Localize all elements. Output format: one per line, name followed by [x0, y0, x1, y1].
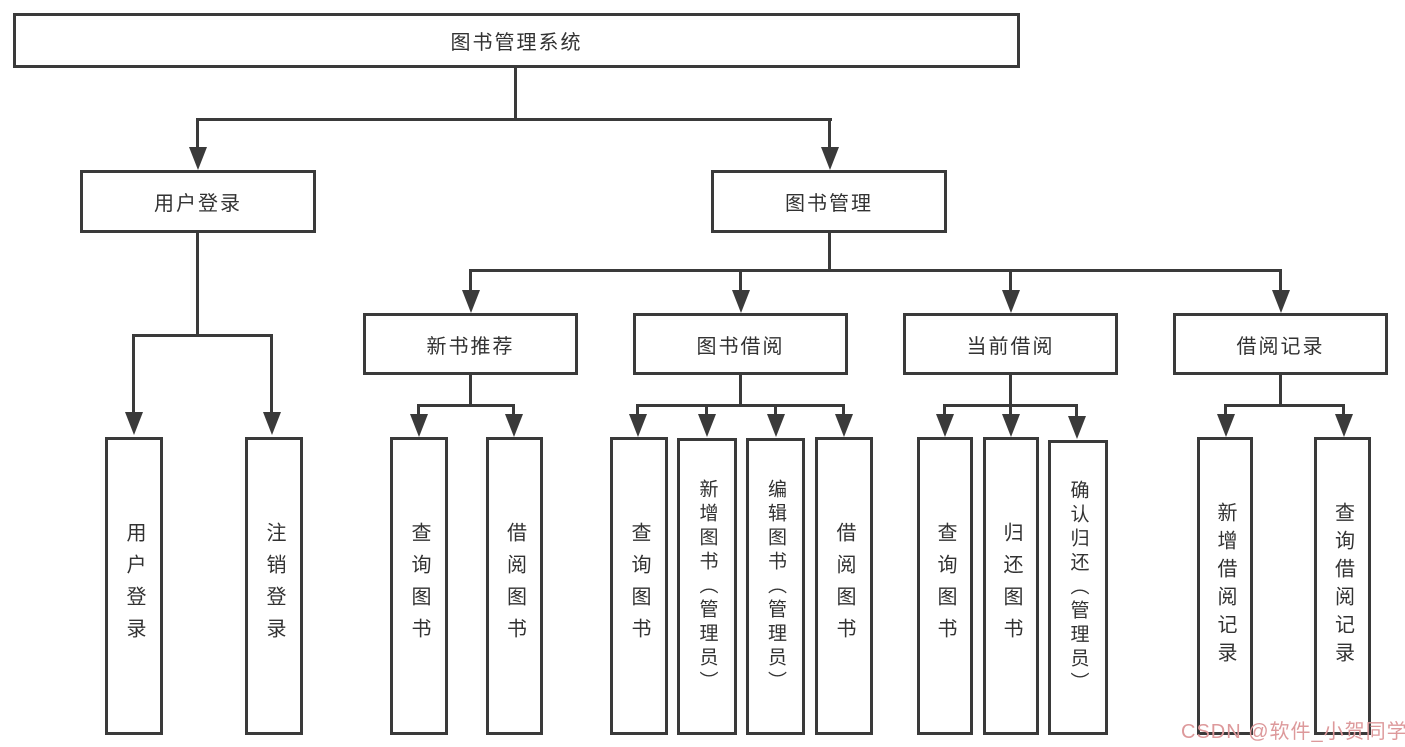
arrow-down-icon — [1002, 290, 1020, 313]
leaf-add-borrow-record: 新增借阅记录 — [1197, 437, 1253, 735]
connector-branch-down — [1009, 375, 1012, 406]
arrow-down-icon — [189, 147, 207, 170]
connector-branch-down — [739, 375, 742, 406]
leaf-query-books-1-label: 查询图书 — [408, 522, 430, 650]
connector-branch-down — [1279, 375, 1282, 406]
connector-leaf-stem — [705, 404, 708, 416]
connector-leaf-stem — [1075, 404, 1078, 418]
node-book-borrow-label: 图书借阅 — [696, 335, 785, 358]
connector-leaf-stem — [1009, 404, 1012, 416]
leaf-query-books-1: 查询图书 — [390, 437, 448, 735]
leaf-logout-label: 注销登录 — [263, 522, 285, 650]
arrow-down-icon — [1068, 416, 1086, 439]
node-user-login: 用户登录 — [80, 170, 316, 233]
leaf-borrow-books-1-label: 借阅图书 — [503, 522, 526, 650]
node-book-borrow: 图书借阅 — [633, 313, 848, 375]
connector-book-mgmt-stem — [828, 118, 831, 150]
leaf-query-borrow-record-label: 查询借阅记录 — [1331, 502, 1354, 670]
connector-root-bar — [196, 118, 832, 121]
connector-branch-down — [469, 375, 472, 406]
leaf-logout: 注销登录 — [245, 437, 303, 735]
arrow-down-icon — [1272, 290, 1290, 313]
connector-user-login-bar — [132, 334, 273, 337]
connector-leaf-stem — [512, 404, 515, 416]
leaf-add-borrow-record-label: 新增借阅记录 — [1214, 502, 1236, 670]
leaf-borrow-books-2-label: 借阅图书 — [833, 522, 855, 650]
connector-branch-bar — [417, 404, 515, 407]
arrow-down-icon — [410, 414, 428, 437]
arrow-down-icon — [835, 414, 853, 437]
leaf-add-books-admin: 新增图书（管理员） — [677, 438, 737, 735]
watermark: CSDN @软件_小贺同学 — [1181, 721, 1405, 743]
connector-leaf-stem — [132, 334, 135, 412]
node-root-label: 图书管理系统 — [450, 32, 583, 54]
arrow-down-icon — [767, 414, 785, 437]
arrow-down-icon — [1217, 414, 1235, 437]
arrow-down-icon — [263, 412, 281, 435]
leaf-query-borrow-record: 查询借阅记录 — [1314, 437, 1371, 735]
connector-branch-bar — [636, 404, 845, 407]
connector-book-mgmt-bar — [469, 269, 1282, 272]
arrow-down-icon — [698, 414, 716, 437]
arrow-down-icon — [732, 290, 750, 313]
node-new-book-recommend: 新书推荐 — [363, 313, 578, 375]
leaf-user-login-label: 用户登录 — [123, 522, 145, 650]
arrow-down-icon — [1002, 414, 1020, 437]
arrow-down-icon — [629, 414, 647, 437]
connector-root-stem — [514, 68, 517, 120]
leaf-edit-books-admin-label: 编辑图书（管理员） — [765, 478, 786, 695]
node-book-management: 图书管理 — [711, 170, 947, 233]
leaf-query-books-2-label: 查询图书 — [628, 522, 650, 650]
arrow-down-icon — [462, 290, 480, 313]
connector-leaf-stem — [1224, 404, 1227, 416]
leaf-edit-books-admin: 编辑图书（管理员） — [746, 438, 805, 735]
node-book-management-label: 图书管理 — [785, 193, 873, 215]
connector-user-login-stem — [196, 118, 199, 150]
connector-leaf-stem — [842, 404, 845, 416]
connector-leaf-stem — [1342, 404, 1345, 416]
arrow-down-icon — [936, 414, 954, 437]
leaf-query-books-3: 查询图书 — [917, 437, 973, 735]
arrow-down-icon — [505, 414, 523, 437]
leaf-confirm-return-admin: 确认归还（管理员） — [1048, 440, 1108, 735]
arrow-down-icon — [125, 412, 143, 435]
node-user-login-label: 用户登录 — [154, 193, 242, 215]
node-current-borrow: 当前借阅 — [903, 313, 1118, 375]
connector-book-mgmt-down — [828, 233, 831, 271]
arrow-down-icon — [1335, 414, 1353, 437]
leaf-add-books-admin-label: 新增图书（管理员） — [696, 478, 718, 695]
leaf-confirm-return-admin-label: 确认归还（管理员） — [1067, 479, 1089, 696]
leaf-borrow-books-1: 借阅图书 — [486, 437, 543, 735]
leaf-query-books-3-label: 查询图书 — [934, 522, 956, 650]
leaf-borrow-books-2: 借阅图书 — [815, 437, 873, 735]
node-current-borrow-label: 当前借阅 — [966, 335, 1055, 358]
node-root: 图书管理系统 — [13, 13, 1020, 68]
connector-branch-bar — [1224, 404, 1344, 407]
connector-leaf-stem — [943, 404, 946, 416]
node-borrow-records-label: 借阅记录 — [1236, 335, 1325, 358]
connector-branch-stem — [469, 269, 472, 291]
arrow-down-icon — [821, 147, 839, 170]
connector-user-login-down — [196, 233, 199, 337]
connector-leaf-stem — [417, 404, 420, 416]
connector-leaf-stem — [636, 404, 639, 416]
connector-branch-stem — [1279, 269, 1282, 291]
leaf-user-login: 用户登录 — [105, 437, 163, 735]
connector-branch-stem — [739, 269, 742, 291]
leaf-return-books-label: 归还图书 — [1000, 522, 1022, 650]
connector-leaf-stem — [270, 334, 273, 412]
connector-leaf-stem — [774, 404, 777, 416]
node-new-book-recommend-label: 新书推荐 — [426, 335, 515, 358]
node-borrow-records: 借阅记录 — [1173, 313, 1388, 375]
leaf-query-books-2: 查询图书 — [610, 437, 668, 735]
connector-branch-stem — [1009, 269, 1012, 291]
leaf-return-books: 归还图书 — [983, 437, 1039, 735]
